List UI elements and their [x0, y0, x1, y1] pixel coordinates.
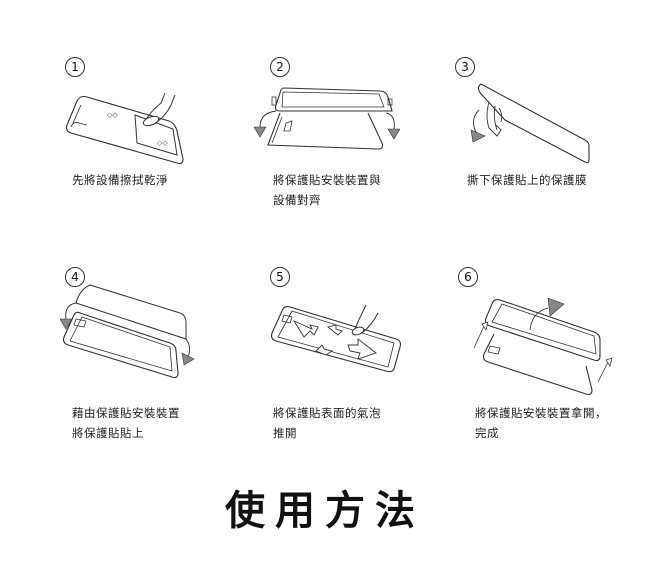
step-number-badge: 5 — [270, 267, 290, 287]
step-number-badge: 4 — [65, 267, 85, 287]
step-caption: 將保護貼安裝裝置與 設備對齊 — [273, 173, 381, 207]
align-device-illustration — [253, 87, 400, 150]
step-1: 1 ◇◇ ◇◇ 先將設備擦拭乾淨 — [60, 55, 250, 255]
step-2: 2 將保護貼安裝裝置與 設備對齊 — [250, 55, 440, 255]
apply-protector-illustration — [60, 284, 195, 379]
step-4: 4 藉由保護貼安裝裝置 將保護貼貼上 — [60, 265, 250, 465]
step-5: 5 將保護貼表面的氣泡 推開 — [250, 265, 440, 465]
step-caption: 將保護貼安裝裝置拿開， 完成 — [475, 406, 607, 440]
remove-applicator-illustration — [473, 297, 613, 396]
wipe-device-illustration: ◇◇ ◇◇ — [65, 92, 184, 165]
step-number-badge: 2 — [270, 57, 290, 77]
page-title: 使用方法 — [225, 488, 425, 534]
step-number-badge: 6 — [458, 267, 478, 287]
step-caption: 藉由保護貼安裝裝置 將保護貼貼上 — [72, 406, 180, 440]
push-bubbles-illustration — [270, 304, 402, 373]
peel-film-illustration — [470, 83, 590, 164]
step-number-badge: 1 — [65, 57, 85, 77]
step-number-badge: 3 — [455, 57, 475, 77]
step-caption: 先將設備擦拭乾淨 — [72, 173, 168, 187]
step-3: 3 撕下保護貼上的保護膜 — [450, 55, 640, 255]
svg-text:◇◇: ◇◇ — [107, 111, 118, 119]
step-caption: 撕下保護貼上的保護膜 — [467, 173, 587, 187]
step-6: 6 將保護貼安裝裝置拿開， 完成 — [450, 265, 640, 465]
svg-text:◇◇: ◇◇ — [157, 139, 168, 147]
step-caption: 將保護貼表面的氣泡 推開 — [273, 406, 381, 440]
